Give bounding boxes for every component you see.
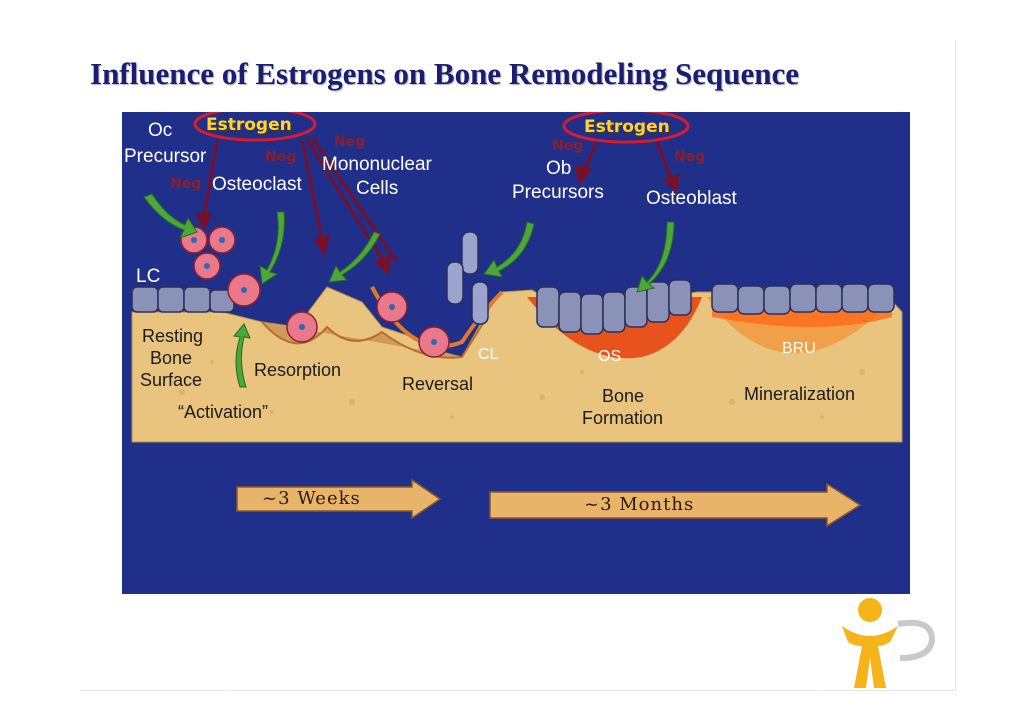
legend-os: OS = Osteoid: [490, 675, 593, 694]
page-title: Influence of Estrogens on Bone Remodelin…: [90, 56, 800, 91]
resting-label-line1: Resting: [142, 326, 204, 346]
resting-label-line2: Bone: [150, 348, 193, 368]
diagram-artwork: [131, 112, 903, 528]
oc-label-line1: Oc: [148, 120, 173, 141]
ob-precursors-label-line2: Precursors: [512, 182, 604, 203]
bru-label: BRU: [782, 340, 816, 357]
neg-label-oc-precursor: Neg: [170, 176, 202, 192]
neg-label-osteoblast: Neg: [674, 149, 706, 165]
formation-label-line2: Formation: [582, 408, 664, 428]
neg-label-mononuclear: Neg: [334, 134, 366, 150]
oc-label-line2: Precursor: [124, 146, 207, 167]
cell-nuclei: [191, 237, 437, 345]
reversal-label: Reversal: [402, 374, 474, 394]
osteoblast-layer: [536, 279, 895, 335]
cl-label: CL: [478, 346, 499, 363]
legend-cl: CL = Cement Line: [314, 675, 451, 694]
osteoclast-label: Osteoclast: [212, 174, 302, 195]
resorption-label: Resorption: [254, 360, 342, 380]
green-arrows: [143, 193, 675, 388]
neg-label-osteoclast: Neg: [265, 149, 297, 165]
mononuclear-label-line2: Cells: [356, 178, 399, 199]
org-logo: [842, 598, 936, 688]
months-arrow-shape: [489, 482, 862, 528]
estrogen-label-left: Estrogen: [206, 115, 292, 135]
estrogen-oval-right: [562, 112, 690, 144]
ob-precursors-label-line1: Ob: [546, 158, 572, 179]
activation-label: “Activation”: [178, 402, 269, 422]
os-label: OS: [598, 348, 622, 365]
formation-label-line1: Bone: [602, 386, 645, 406]
legend-lc: LC = Lining Cells: [144, 675, 273, 694]
estrogen-oval-left: [193, 112, 317, 142]
ob-precursor-cells: [446, 231, 489, 325]
slide-frame-bottom: [80, 690, 956, 691]
weeks-arrow-shape: [236, 478, 442, 520]
mononuclear-label-line1: Mononuclear: [322, 154, 432, 175]
legend-bru: BRU = Bone Remodeling Unit: [630, 675, 856, 694]
bone-remodeling-diagram: Estrogen Estrogen Neg Neg Neg Neg Neg Oc…: [122, 112, 910, 694]
lining-cells: [131, 286, 235, 313]
bone-texture: [179, 360, 865, 419]
slide-frame-right: [955, 40, 956, 690]
neg-label-ob-precursors: Neg: [552, 138, 584, 154]
lc-label: LC: [136, 266, 161, 287]
osteoblast-label: Osteoblast: [646, 188, 737, 209]
mineralization-label: Mineralization: [744, 384, 856, 404]
resting-label-line3: Surface: [140, 370, 203, 390]
weeks-arrow-label: ~3 Weeks: [262, 488, 361, 509]
months-arrow-label: ~3 Months: [584, 494, 695, 515]
estrogen-label-right: Estrogen: [584, 117, 670, 137]
